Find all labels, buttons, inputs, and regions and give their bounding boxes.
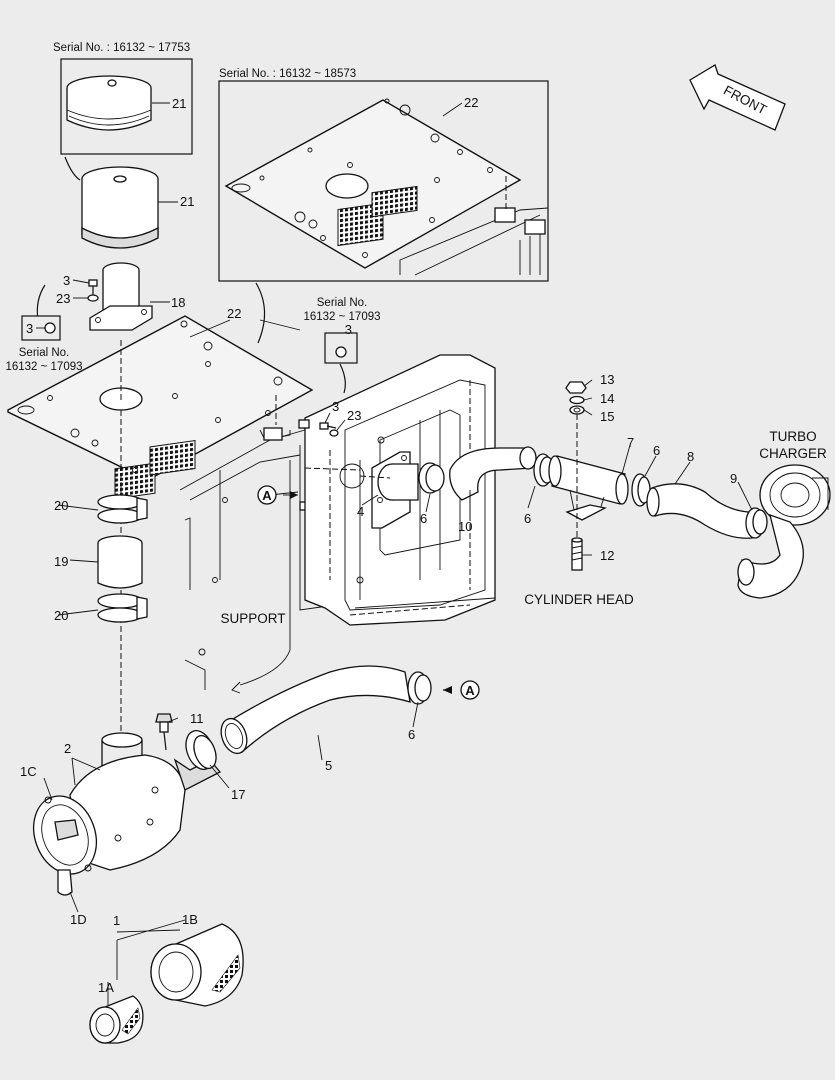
clamp-9 bbox=[745, 507, 768, 539]
callout-22: 22 bbox=[227, 306, 241, 321]
callout-12: 12 bbox=[600, 548, 614, 563]
hose-10 bbox=[449, 446, 537, 520]
air-cleaner-2 bbox=[33, 732, 222, 896]
callout-13: 13 bbox=[600, 372, 614, 387]
mounting-stud bbox=[565, 381, 587, 571]
callout-23-left: 23 bbox=[56, 291, 70, 306]
callout-10: 10 bbox=[458, 519, 472, 534]
callout-3-left: 3 bbox=[63, 273, 70, 288]
main-plate bbox=[7, 282, 314, 500]
support-label: SUPPORT bbox=[220, 611, 285, 626]
metal-pipe-7 bbox=[548, 455, 629, 521]
indicator-11 bbox=[155, 713, 173, 751]
callout-11: 11 bbox=[190, 711, 204, 726]
serial-top-right: Serial No. : 16132 ~ 18573 bbox=[219, 68, 356, 80]
callout-22-inset: 22 bbox=[464, 95, 478, 110]
callout-1c: 1C bbox=[20, 764, 37, 779]
callout-19: 19 bbox=[54, 554, 68, 569]
callout-15: 15 bbox=[600, 409, 614, 424]
callout-4: 4 bbox=[357, 504, 364, 519]
callout-1a: 1A bbox=[98, 980, 114, 995]
callout-6-lower: 6 bbox=[408, 727, 415, 742]
callout-7: 7 bbox=[627, 435, 634, 450]
ref-circle-a-2: A bbox=[460, 680, 480, 700]
serial-mid-head: Serial No. bbox=[317, 297, 368, 309]
clamp-20-upper bbox=[97, 494, 148, 524]
turbo-label-1: TURBO bbox=[769, 429, 816, 444]
inset-plate bbox=[218, 80, 549, 282]
callout-21: 21 bbox=[180, 194, 194, 209]
callout-18: 18 bbox=[171, 295, 185, 310]
intake-tube-18 bbox=[36, 262, 170, 331]
hose-19 bbox=[97, 535, 143, 589]
serial-left-range: 16132 ~ 17093 bbox=[5, 361, 82, 373]
callout-8: 8 bbox=[687, 449, 694, 464]
ref-circle-a-1: A bbox=[257, 485, 277, 505]
ref-a-text-2: A bbox=[465, 683, 475, 698]
callout-23-mid: 23 bbox=[347, 408, 361, 423]
inner-element-1a bbox=[89, 995, 144, 1044]
cylinder-head-label: CYLINDER HEAD bbox=[524, 592, 634, 607]
callout-20-upper: 20 bbox=[54, 498, 68, 513]
ref-a-text-1: A bbox=[262, 488, 272, 503]
callout-6-left: 6 bbox=[420, 511, 427, 526]
clamp-17 bbox=[185, 730, 217, 770]
callout-3-mid: 3 bbox=[332, 399, 339, 414]
front-arrow bbox=[689, 64, 786, 131]
callout-3-box-left: 3 bbox=[26, 321, 33, 336]
callout-5: 5 bbox=[325, 758, 332, 773]
leader-lines bbox=[43, 319, 753, 1005]
callout-6-mid: 6 bbox=[524, 511, 531, 526]
callout-21-inset: 21 bbox=[172, 96, 186, 111]
bolt-washer-left bbox=[21, 279, 99, 341]
callout-2: 2 bbox=[64, 741, 71, 756]
callout-1: 1 bbox=[113, 913, 120, 928]
callout-9: 9 bbox=[730, 471, 737, 486]
callout-20-lower: 20 bbox=[54, 608, 68, 623]
callout-3-box-mid: 3 bbox=[345, 322, 352, 337]
turbocharger bbox=[737, 464, 831, 599]
clamp-6-lower bbox=[407, 671, 432, 705]
clamp-6-left bbox=[418, 462, 445, 494]
serial-left-head: Serial No. bbox=[19, 347, 70, 359]
callout-1d: 1D bbox=[70, 912, 87, 927]
callout-6-right: 6 bbox=[653, 443, 660, 458]
callout-1b: 1B bbox=[182, 912, 198, 927]
bolt-washer-mid bbox=[319, 332, 358, 437]
turbo-label-2: CHARGER bbox=[759, 446, 827, 461]
callout-17: 17 bbox=[231, 787, 245, 802]
air-cap bbox=[64, 156, 178, 249]
hose-5 bbox=[220, 665, 411, 755]
flange-connector-4 bbox=[359, 451, 419, 529]
callout-14: 14 bbox=[600, 391, 614, 406]
hose-8 bbox=[646, 483, 753, 539]
serial-mid-range: 16132 ~ 17093 bbox=[303, 311, 380, 323]
inset-air-cap bbox=[60, 58, 193, 155]
outer-element-1b bbox=[150, 923, 244, 1007]
serial-top-left: Serial No. : 16132 ~ 17753 bbox=[53, 42, 190, 54]
clamp-20-lower bbox=[97, 593, 148, 623]
